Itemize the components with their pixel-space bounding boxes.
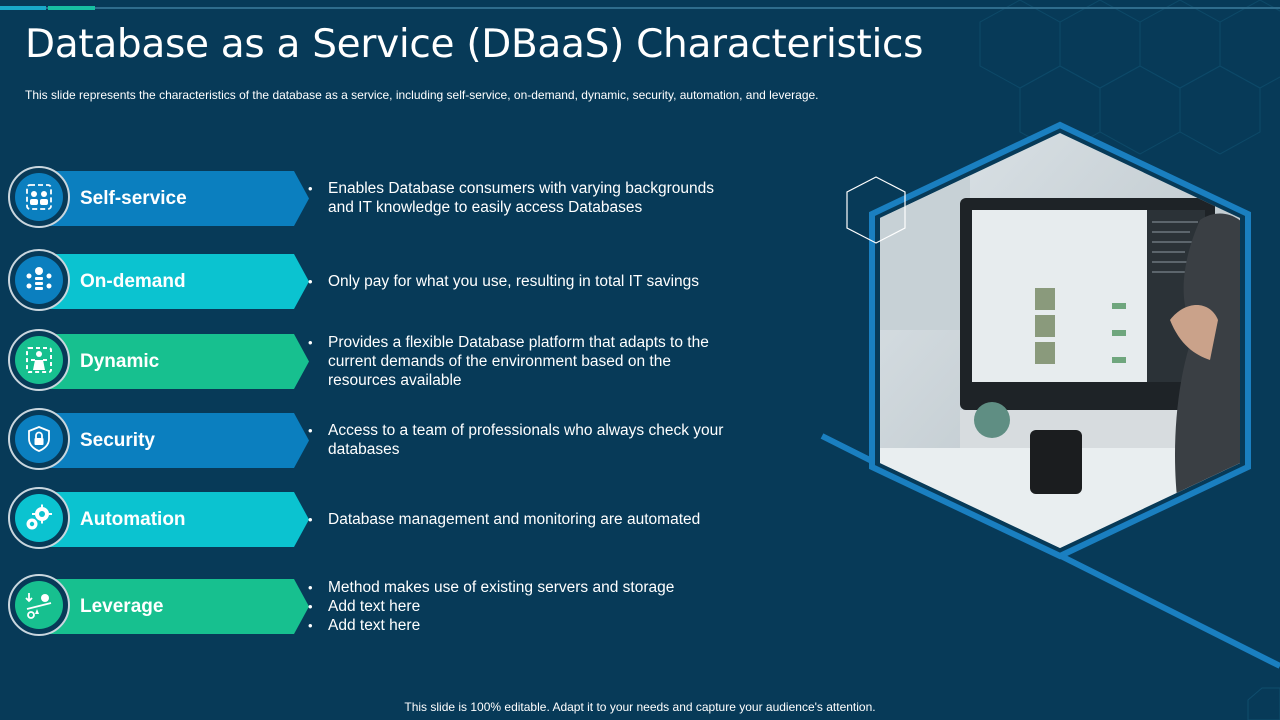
shield-lock-icon	[15, 415, 63, 463]
characteristic-icon-badge	[8, 166, 70, 228]
bullet-text: Database management and monitoring are a…	[308, 510, 728, 529]
page-title: Database as a Service (DBaaS) Characteri…	[25, 22, 924, 67]
bullet-text: Only pay for what you use, resulting in …	[308, 272, 728, 291]
characteristic-label: Dynamic	[80, 351, 160, 372]
characteristic-banner: Automation	[38, 492, 309, 547]
bullet-text: Provides a flexible Database platform th…	[308, 333, 728, 390]
characteristic-label: On-demand	[80, 271, 186, 292]
corner-hexagon	[1247, 687, 1280, 720]
characteristic-banner: Self-service	[38, 171, 309, 226]
small-hexagon-outline	[846, 176, 906, 244]
top-accent-bar	[0, 6, 1280, 10]
accent-segment-blue	[0, 6, 46, 10]
characteristic-description: Only pay for what you use, resulting in …	[308, 249, 728, 313]
bullet-text: Access to a team of professionals who al…	[308, 421, 728, 459]
characteristic-icon-badge	[8, 574, 70, 636]
characteristic-description: Access to a team of professionals who al…	[308, 408, 728, 472]
on-demand-icon	[15, 256, 63, 304]
characteristic-description: Method makes use of existing servers and…	[308, 574, 728, 638]
self-service-icon	[15, 173, 63, 221]
characteristic-description: Provides a flexible Database platform th…	[308, 329, 728, 393]
characteristic-description: Enables Database consumers with varying …	[308, 166, 728, 230]
characteristic-icon-badge	[8, 408, 70, 470]
bullet-text: Method makes use of existing servers and…	[308, 578, 728, 597]
bullet-text: Add text here	[308, 597, 728, 616]
characteristic-banner: Dynamic	[38, 334, 309, 389]
characteristic-banner: Leverage	[38, 579, 309, 634]
gears-icon	[15, 494, 63, 542]
characteristic-banner: On-demand	[38, 254, 309, 309]
leverage-icon	[15, 581, 63, 629]
characteristic-row-automation: Automation Database management and monit…	[8, 487, 738, 551]
characteristic-label: Leverage	[80, 596, 164, 617]
dynamic-icon	[15, 336, 63, 384]
characteristic-icon-badge	[8, 249, 70, 311]
hexagon-photo	[820, 120, 1280, 680]
bullet-text: Enables Database consumers with varying …	[308, 179, 728, 217]
characteristic-label: Self-service	[80, 188, 187, 209]
characteristic-row-dynamic: Dynamic Provides a flexible Database pla…	[8, 329, 738, 393]
characteristic-description: Database management and monitoring are a…	[308, 487, 728, 551]
office-photo	[880, 133, 1240, 548]
accent-segment-green	[48, 6, 95, 10]
characteristic-icon-badge	[8, 487, 70, 549]
characteristic-row-leverage: Leverage Method makes use of existing se…	[8, 574, 738, 638]
characteristic-banner: Security	[38, 413, 309, 468]
footer-note: This slide is 100% editable. Adapt it to…	[404, 700, 876, 714]
characteristic-label: Automation	[80, 509, 186, 530]
characteristic-row-self-service: Self-service Enables Database consumers …	[8, 166, 738, 230]
bullet-text: Add text here	[308, 616, 728, 635]
characteristic-label: Security	[80, 430, 155, 451]
characteristic-row-security: Security Access to a team of professiona…	[8, 408, 738, 472]
page-subtitle: This slide represents the characteristic…	[25, 88, 819, 102]
characteristic-row-on-demand: On-demand Only pay for what you use, res…	[8, 249, 738, 313]
characteristic-icon-badge	[8, 329, 70, 391]
